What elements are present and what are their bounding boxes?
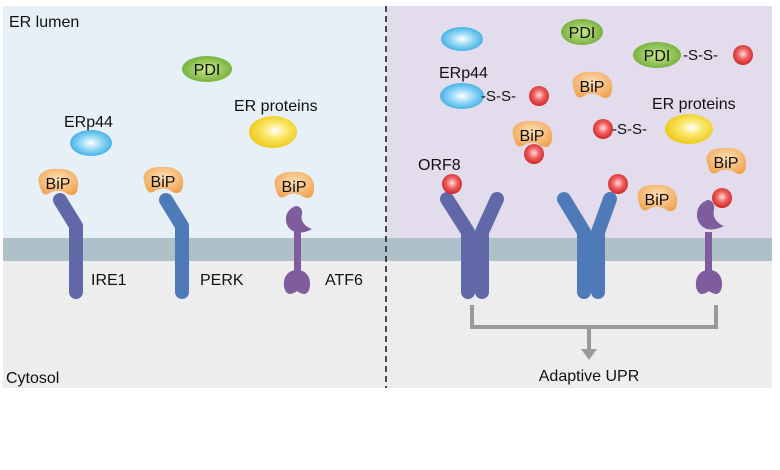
er-protein [665,114,713,144]
bip-label: BiP [714,155,739,172]
orf8-protein [608,174,628,194]
pdi-label: PDI [569,25,596,42]
er-proteins-label: ER proteins [234,98,318,115]
orf8-protein [593,119,613,139]
disulfide-bond: -S-S- [683,47,718,64]
orf8-er-protein-complex: -S-S- [593,114,713,144]
er-protein [249,116,297,148]
atf6-orf8-complex [695,188,732,294]
atf6-label: ATF6 [325,272,363,289]
bip-orf8-complex: BiP [512,120,553,164]
erp44-label: ERp44 [64,114,113,131]
adaptive-upr-label: Adaptive UPR [539,368,640,385]
er-membrane [3,238,772,261]
bip-label: BiP [645,192,670,209]
bip-label: BiP [282,179,307,196]
erp44-label: ERp44 [439,65,488,82]
convergence-bracket [470,305,718,360]
pdi-orf8-complex: PDI -S-S- [633,42,753,68]
perk-label: PERK [200,272,244,289]
pdi-label: PDI [644,48,671,65]
bip-label: BiP [520,128,545,145]
perk-dimer [557,174,628,299]
orf8-protein [529,86,549,106]
ire1-sensor: BiP IRE1 [38,168,127,299]
ire1-label: IRE1 [91,272,127,289]
orf8-protein [442,174,462,194]
er-proteins-label: ER proteins [652,96,736,113]
er-lumen-label: ER lumen [9,14,79,31]
orf8-protein [524,144,544,164]
pdi-label: PDI [194,62,221,79]
arrow-head [581,349,597,360]
atf6-sensor: BiP ATF6 [274,171,363,294]
bip-free: BiP [572,71,613,99]
bip-label: BiP [151,174,176,191]
disulfide-bond: -S-S- [612,121,647,138]
disulfide-bond: -S-S- [481,88,516,105]
pdi-protein: PDI [561,19,603,45]
erp44-protein [441,27,483,51]
erp44-protein [70,130,112,156]
bip-label: BiP [580,79,605,96]
perk-sensor: BiP PERK [143,166,244,299]
bip-free: BiP [637,184,678,212]
erp44-orf8-complex: -S-S- [440,83,549,109]
orf8-protein [712,188,732,208]
bip-free: BiP [706,147,747,175]
bip-label: BiP [46,176,71,193]
ire1-dimer [440,174,504,299]
orf8-label: ORF8 [418,157,461,174]
cytosol [3,261,772,388]
cytosol-label: Cytosol [6,370,59,387]
pdi-protein: PDI [182,56,232,82]
orf8-protein [733,45,753,65]
